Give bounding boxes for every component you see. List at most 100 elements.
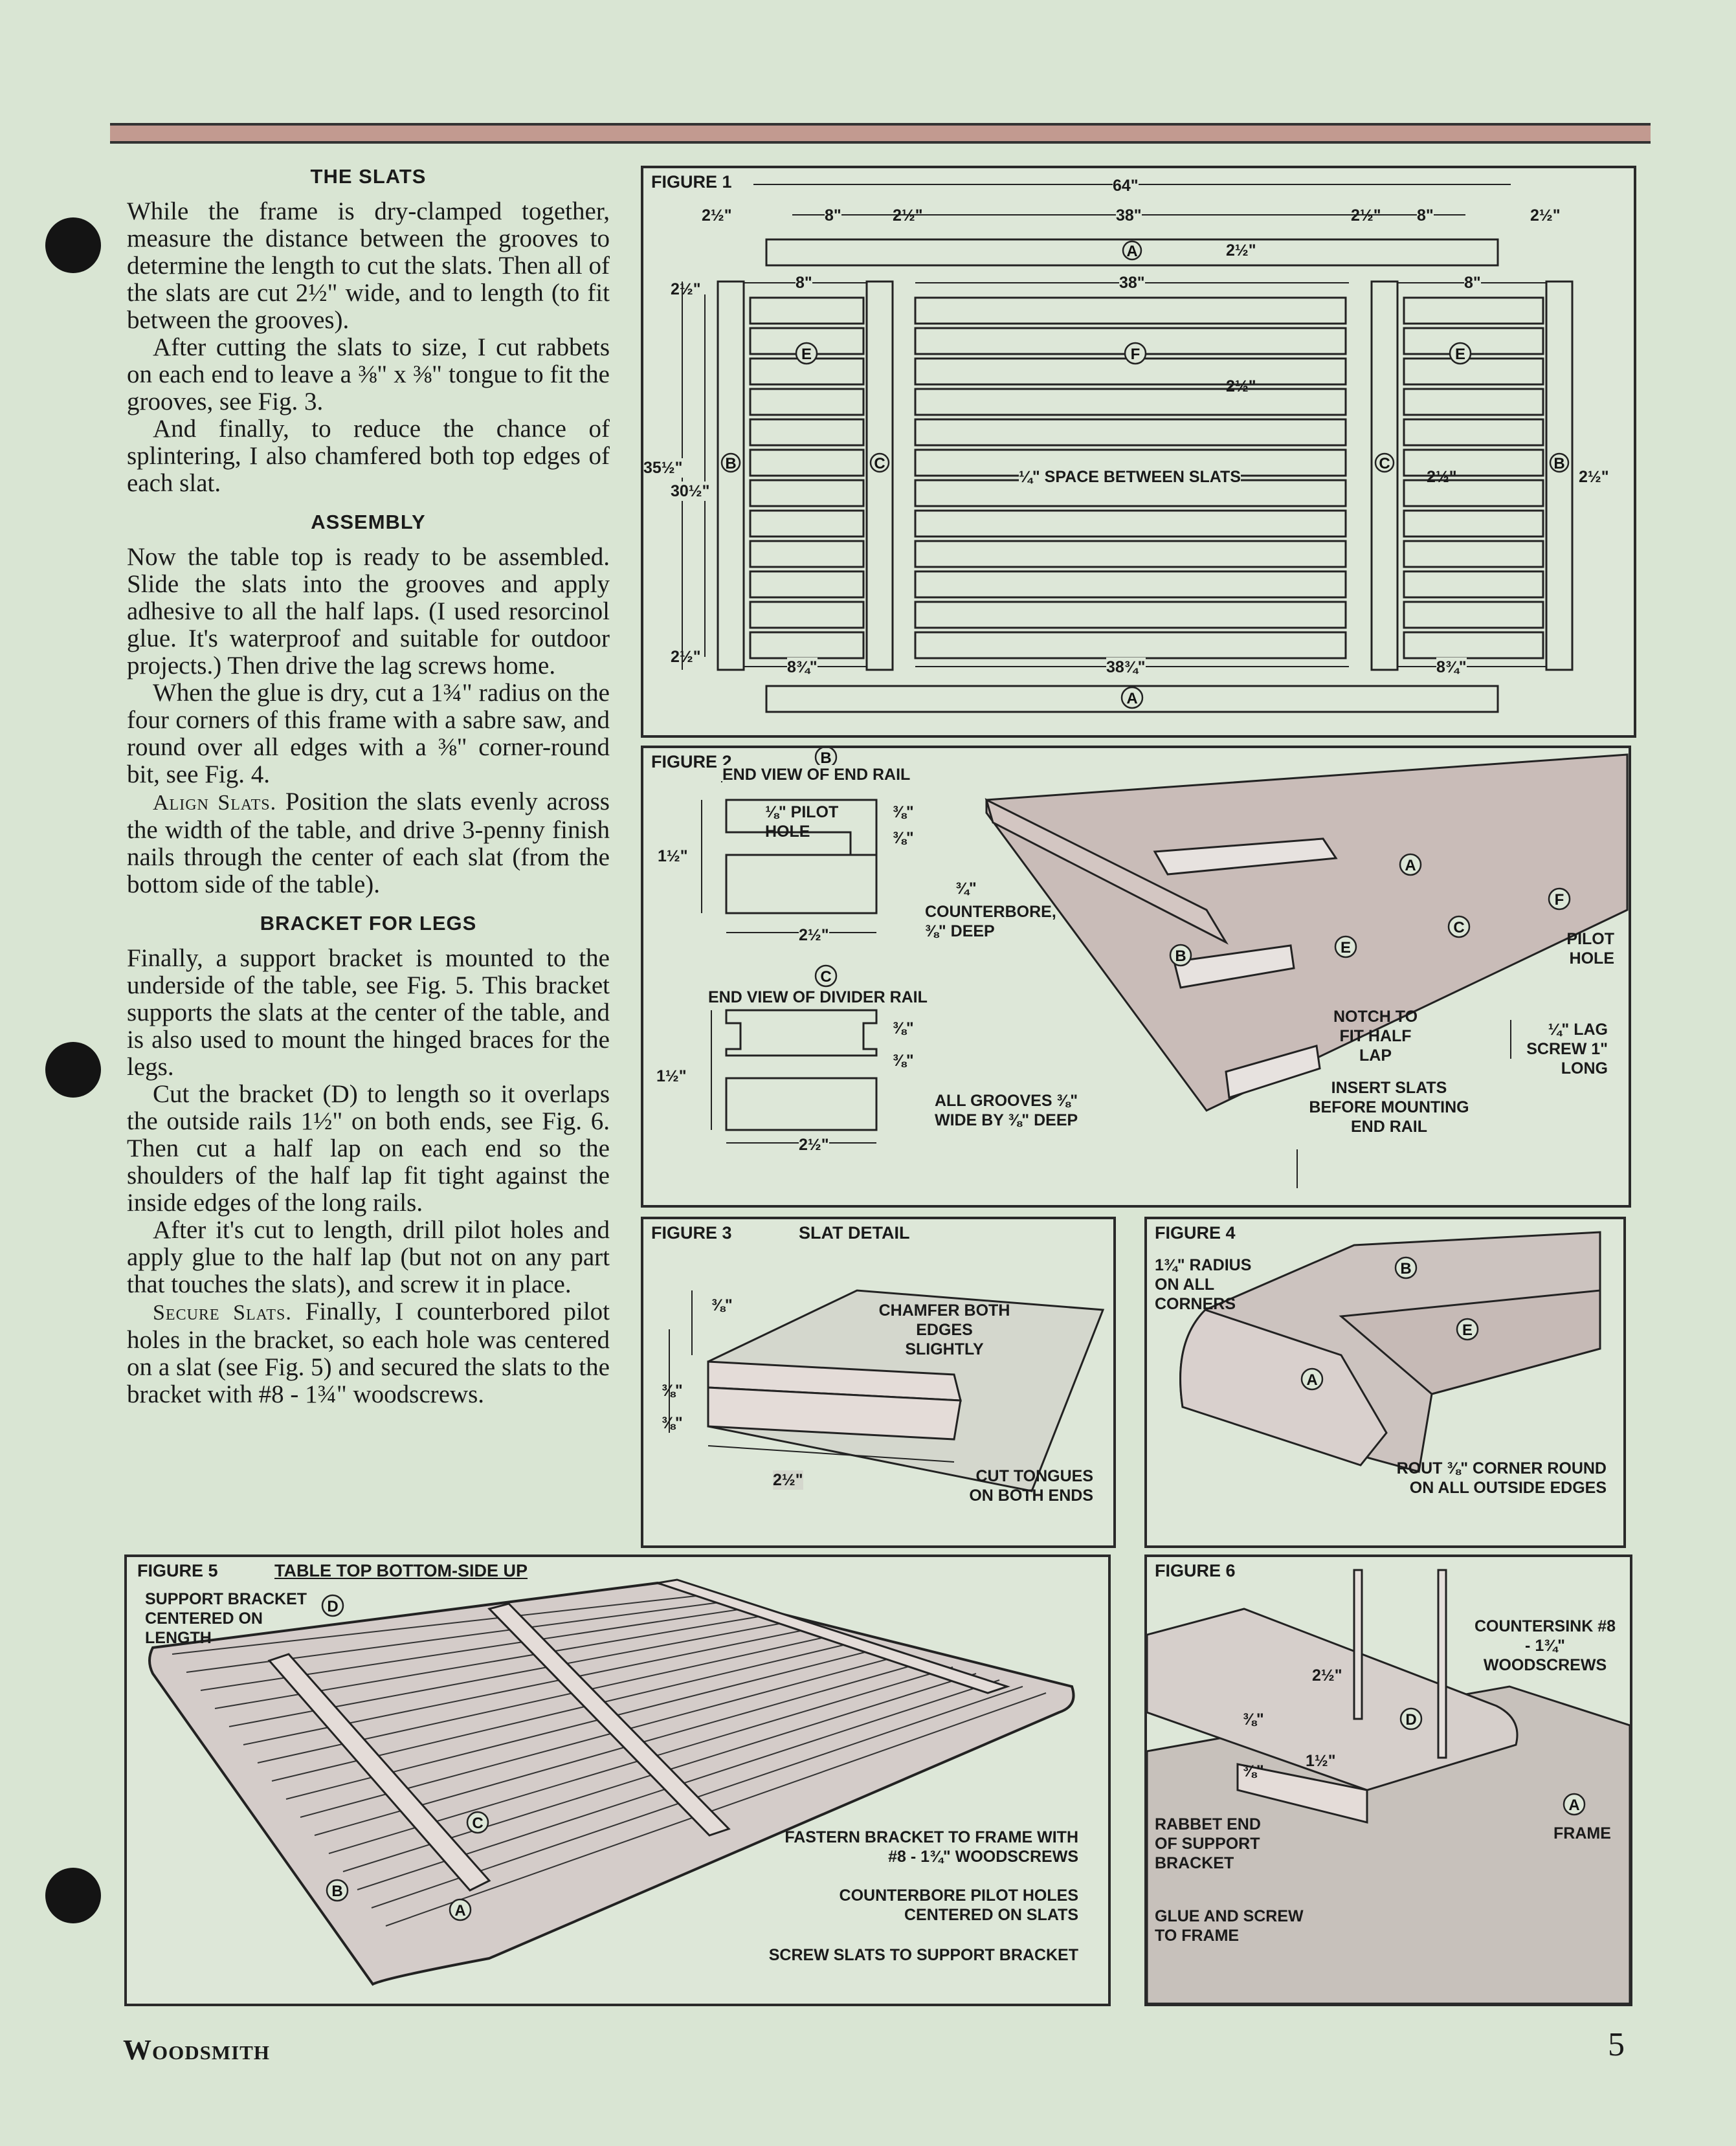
slat [914, 296, 1347, 325]
dim-8-75: 8¾" [1436, 658, 1467, 677]
figure-1-title: FIGURE 1 [651, 172, 732, 192]
dim-38: 38" [1119, 273, 1145, 293]
dim-2-5: 2½" [1226, 377, 1256, 395]
label-b: B [1175, 947, 1186, 965]
slat-line [172, 1595, 697, 1655]
article-text-column: THE SLATS While the frame is dry-clamped… [127, 163, 610, 1420]
counterbore-label: COUNTERBORE, ⅜" DEEP [925, 903, 1056, 940]
slat-line [385, 1692, 1047, 1927]
slat-e [1339, 1289, 1601, 1395]
binder-hole [45, 1868, 101, 1923]
slat [749, 448, 865, 477]
glue-label: GLUE AND SCREW TO FRAME [1155, 1907, 1304, 1945]
figure-1-drawing: A B C C B E F E A [682, 184, 1574, 713]
dim-2-5: 2½" [671, 648, 701, 666]
rabbet-label: RABBET END OF SUPPORT BRACKET [1155, 1815, 1261, 1872]
paragraph: Align Slats. Position the slats evenly a… [127, 788, 610, 898]
slat [1403, 479, 1544, 507]
figure-4-drawing: BEA [1179, 1231, 1601, 1473]
svg-text:C: C [472, 1815, 483, 1832]
label-b: B [1553, 455, 1564, 472]
rail-a-corner [1179, 1309, 1388, 1466]
label-a: A [1405, 857, 1416, 874]
divider-rail-upper [725, 1009, 878, 1057]
slat [749, 540, 865, 568]
run-in-head: Align Slats. [153, 791, 277, 815]
dim-3-8: ⅜" [893, 829, 914, 847]
pilot-hole-label: ⅛" PILOT HOLE [765, 803, 839, 841]
label-a: A [1126, 243, 1137, 260]
slat [914, 601, 1347, 629]
dim-38-75: 38¾" [1106, 658, 1146, 677]
slat [749, 479, 865, 507]
dim-3-8: ⅜" [893, 1052, 914, 1070]
paragraph-text: Position the slats evenly across the wid… [127, 788, 610, 898]
figure-6-title: FIGURE 6 [1155, 1561, 1236, 1580]
svg-text:A: A [1306, 1371, 1317, 1389]
rail-c-left [267, 1653, 491, 1892]
label-c: C [1453, 919, 1464, 936]
rail-b-right [1545, 280, 1574, 671]
label-b: B [725, 455, 736, 472]
dim-3-8: ⅜" [711, 1296, 733, 1314]
grooves-label: ALL GROOVES ⅜" WIDE BY ⅜" DEEP [935, 1092, 1078, 1129]
support-bracket [487, 1602, 731, 1837]
magazine-name: Woodsmith [123, 2034, 270, 2066]
slat-section [707, 1386, 962, 1441]
paragraph: Now the table top is ready to be assembl… [127, 543, 610, 680]
slat [749, 570, 865, 599]
dim-2-5: 2½" [799, 925, 829, 945]
countersink-label: COUNTERSINK #8 - 1¾" WOODSCREWS [1474, 1617, 1616, 1674]
header-rule [110, 123, 1651, 144]
page-number: 5 [1608, 2026, 1625, 2063]
svg-text:B: B [331, 1883, 342, 1900]
slat [1403, 448, 1544, 477]
svg-text:A: A [1568, 1797, 1579, 1814]
rail-b-left [717, 280, 745, 671]
paragraph: Cut the bracket (D) to length so it over… [127, 1080, 610, 1217]
slat [749, 601, 865, 629]
dim-2-5: 2½" [893, 206, 923, 225]
label-e: E [801, 346, 812, 363]
slat [749, 296, 865, 325]
paragraph: When the glue is dry, cut a 1¾" radius o… [127, 679, 610, 788]
paragraph: Finally, a support bracket is mounted to… [127, 944, 610, 1081]
figure-6-drawing: DA [1147, 1569, 1630, 2004]
lag-screw-label: ¼" LAG SCREW 1" LONG [1526, 1021, 1608, 1078]
figure-2-title: FIGURE 2 [651, 752, 732, 771]
dim-3-8: ⅜" [662, 1414, 683, 1432]
label-e: E [1455, 346, 1465, 363]
dim-3-8: ⅜" [1243, 1762, 1264, 1780]
paragraph: Secure Slats. Finally, I counterbored pi… [127, 1298, 610, 1408]
slat [914, 418, 1347, 447]
section-title-assembly: ASSEMBLY [311, 511, 426, 533]
paragraph: While the frame is dry-clamped together,… [127, 197, 610, 334]
svg-text:E: E [1462, 1322, 1473, 1339]
dim-2-5: 2½" [799, 1135, 829, 1155]
paragraph: After cutting the slats to size, I cut r… [127, 333, 610, 415]
dim-2-5: 2½" [702, 206, 732, 225]
rail-b-end [1225, 1045, 1321, 1099]
slat [749, 509, 865, 538]
slat [914, 570, 1347, 599]
paragraph-text: Finally, I counterbored pilot holes in t… [127, 1298, 610, 1408]
fasten-label: FASTERN BRACKET TO FRAME WITH #8 - 1¾" W… [785, 1828, 1078, 1866]
slat [914, 388, 1347, 416]
paragraph: And finally, to reduce the chance of spl… [127, 415, 610, 497]
label-c: C [820, 968, 831, 986]
notch-label: NOTCH TO FIT HALF LAP [1333, 1008, 1418, 1065]
slat [914, 540, 1347, 568]
dim-3-8: ⅜" [662, 1382, 683, 1400]
dim-8: 8" [1417, 206, 1434, 225]
label-c: C [874, 455, 885, 472]
dim-30-5: 30½" [671, 481, 710, 501]
rail-a-piece [1153, 837, 1338, 876]
figure-3-subtitle: SLAT DETAIL [799, 1223, 910, 1243]
tabletop-body [985, 753, 1629, 1112]
dim-2-5: 2½" [1351, 206, 1381, 225]
svg-text:D: D [327, 1598, 338, 1615]
label-a: A [1126, 690, 1137, 707]
dim-2-5: 2½" [1226, 241, 1256, 260]
